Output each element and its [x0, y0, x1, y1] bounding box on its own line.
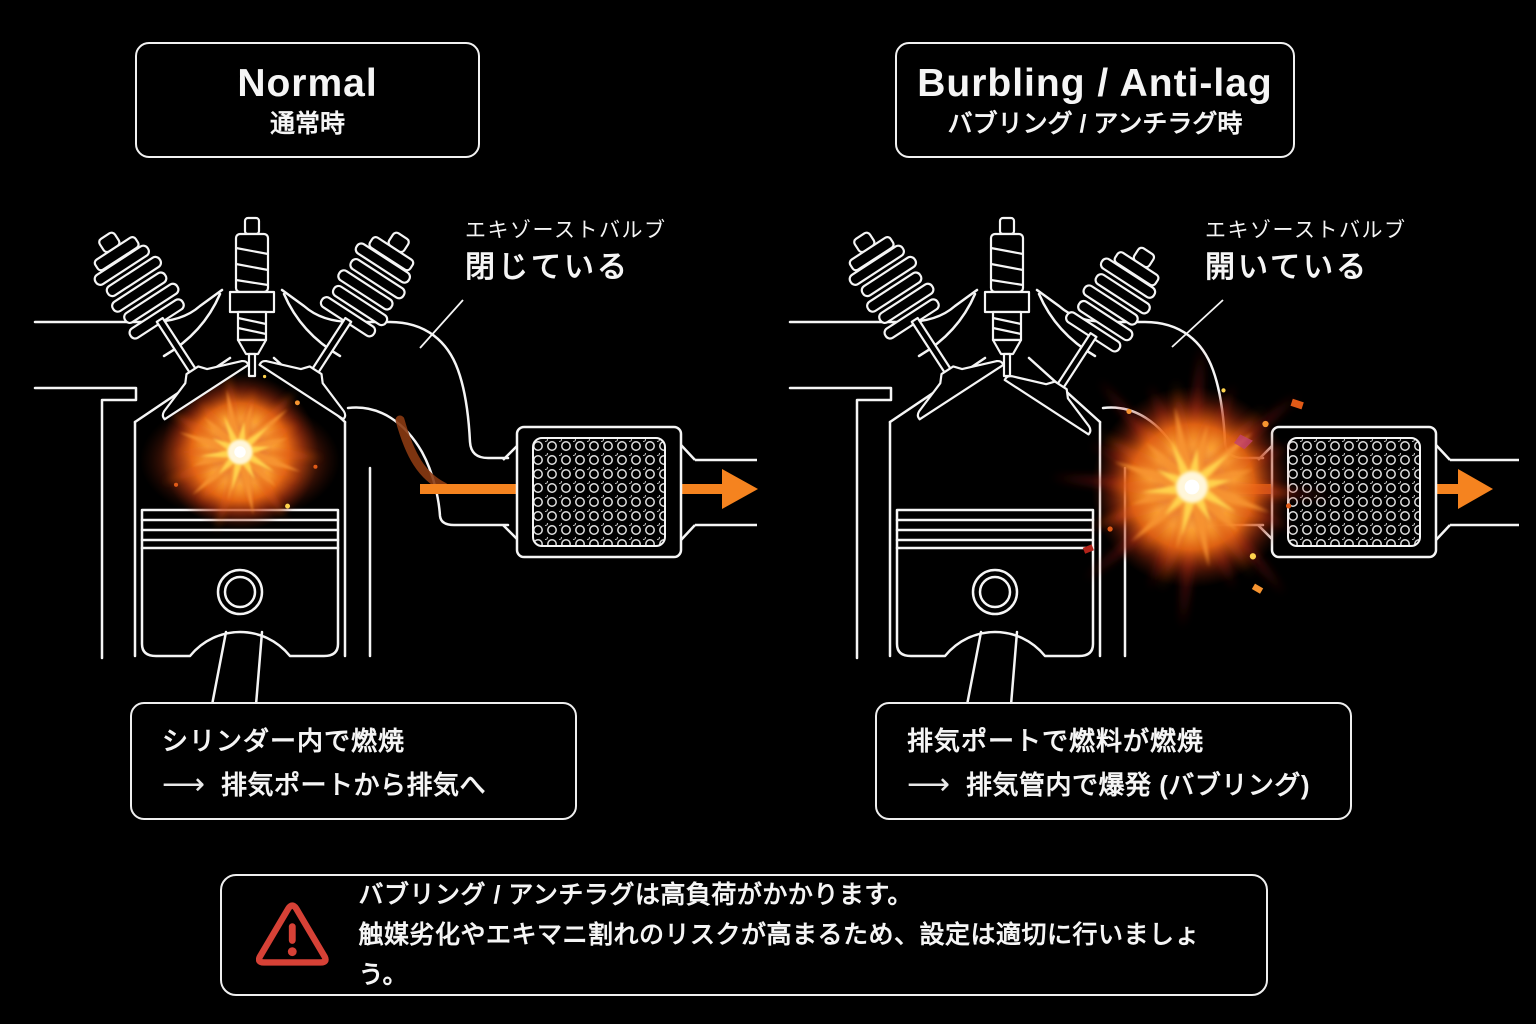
- burbling-title: Burbling / Anti-lag: [917, 61, 1273, 105]
- right-exhaust-explosion-burst: [1050, 345, 1334, 629]
- left-engine-diagram: [33, 207, 758, 707]
- right-spark-plug: [983, 216, 1031, 378]
- normal-title-box: Normal 通常時: [135, 42, 480, 158]
- right-valve-label-state: 開いている: [1205, 251, 1370, 284]
- left-valve-label-name: エキゾーストバルブ: [465, 219, 667, 242]
- left-spark-plug: [228, 216, 276, 378]
- burbling-title-box: Burbling / Anti-lag バブリング / アンチラグ時: [895, 42, 1295, 158]
- normal-subtitle: 通常時: [269, 109, 345, 138]
- left-valve-label: エキゾーストバルブ 閉じている: [465, 220, 666, 283]
- right-tailpipe: [1450, 458, 1519, 527]
- right-arrow-icon: ⟶: [907, 768, 951, 801]
- left-exhaust-valve-closed: [258, 207, 446, 421]
- normal-description-line2: 排気ポートから排気へ: [221, 770, 487, 800]
- left-valve-label-state: 閉じている: [465, 251, 630, 284]
- burbling-description-box: 排気ポートで燃料が燃焼 ⟶ 排気管内で爆発 (バブリング): [875, 702, 1352, 820]
- right-valve-label-name: エキゾーストバルブ: [1205, 219, 1407, 242]
- burbling-subtitle: バブリング / アンチラグ時: [947, 109, 1243, 138]
- right-label-leader-line: [1171, 299, 1224, 348]
- right-arrow-icon: ⟶: [162, 768, 206, 801]
- normal-title: Normal: [237, 61, 378, 105]
- burbling-description-line2: 排気管内で爆発 (バブリング): [966, 770, 1311, 800]
- warning-line2: 触媒劣化やエキマニ割れのリスクが高まるため、設定は適切に行いましょう。: [358, 921, 1201, 989]
- left-catalytic-converter: [501, 425, 697, 559]
- left-label-leader-line: [419, 299, 464, 349]
- warning-box: バブリング / アンチラグは高負荷がかかります。 触媒劣化やエキマニ割れのリスク…: [220, 874, 1268, 996]
- left-combustion-burst: [140, 369, 340, 532]
- right-valve-label: エキゾーストバルブ 開いている: [1205, 220, 1406, 283]
- burbling-description-line1: 排気ポートで燃料が燃焼: [907, 726, 1205, 756]
- right-engine-diagram: [788, 207, 1519, 707]
- normal-description-line1: シリンダー内で燃焼: [162, 726, 406, 756]
- left-tailpipe: [695, 458, 757, 527]
- normal-description-box: シリンダー内で燃焼 ⟶ 排気ポートから排気へ: [130, 702, 577, 820]
- warning-text: バブリング / アンチラグは高負荷がかかります。 触媒劣化やエキマニ割れのリスク…: [359, 875, 1232, 995]
- warning-line1: バブリング / アンチラグは高負荷がかかります。: [358, 881, 913, 909]
- warning-triangle-icon: [256, 902, 329, 966]
